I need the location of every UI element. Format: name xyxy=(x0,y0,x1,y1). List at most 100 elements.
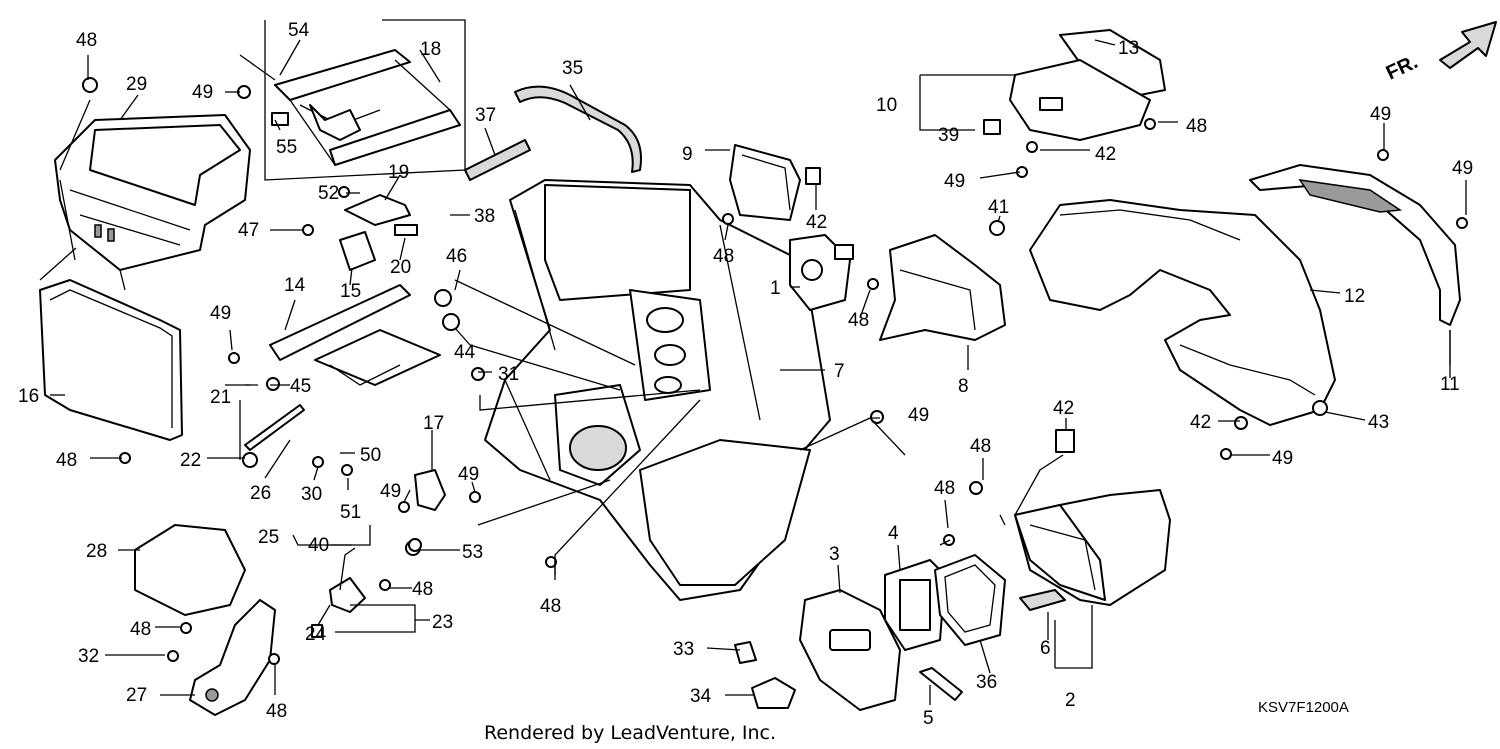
callout-labels: 48 29 54 18 49 55 35 37 9 42 48 10 13 39… xyxy=(18,20,1473,729)
diagram-code: KSV7F1200A xyxy=(1258,699,1349,716)
callout-36: 36 xyxy=(976,672,997,693)
part-29-storage-box xyxy=(54,114,251,271)
callout-48: 48 xyxy=(412,579,433,600)
callout-43: 43 xyxy=(1368,412,1389,433)
callout-32: 32 xyxy=(78,646,99,667)
callout-33: 33 xyxy=(673,639,694,660)
callout-55: 55 xyxy=(276,137,297,158)
credit-text: Rendered by LeadVenture, Inc. xyxy=(484,722,776,744)
callout-24: 24 xyxy=(305,624,327,645)
callout-42: 42 xyxy=(1095,144,1116,165)
callout-30: 30 xyxy=(301,484,322,505)
part-35-seal-strip xyxy=(514,85,642,173)
callout-40: 40 xyxy=(308,535,329,556)
direction-label: FR. xyxy=(1383,51,1421,85)
callout-12: 12 xyxy=(1344,286,1365,307)
callout-48: 48 xyxy=(130,619,151,640)
callout-10: 10 xyxy=(876,95,897,116)
part-16-lid-panel xyxy=(39,279,183,441)
callout-47: 47 xyxy=(238,220,259,241)
callout-38: 38 xyxy=(474,206,495,227)
callout-19: 19 xyxy=(388,162,409,183)
callout-29: 29 xyxy=(126,74,147,95)
callout-2: 2 xyxy=(1065,690,1076,711)
callout-50: 50 xyxy=(360,445,381,466)
part-17-catch xyxy=(414,469,446,511)
callout-49: 49 xyxy=(458,464,479,485)
callout-39: 39 xyxy=(938,125,959,146)
callout-42: 42 xyxy=(1190,412,1211,433)
callout-28: 28 xyxy=(86,541,107,562)
callout-4: 4 xyxy=(888,523,899,544)
callout-49: 49 xyxy=(1452,158,1473,179)
callout-13: 13 xyxy=(1118,38,1139,59)
part-34-handle xyxy=(751,677,796,709)
callout-48: 48 xyxy=(934,478,955,499)
part-1-switch-unit xyxy=(789,234,854,311)
part-9-lid xyxy=(729,144,801,221)
callout-53: 53 xyxy=(462,542,483,563)
callout-17: 17 xyxy=(423,413,444,434)
part-7-inner-cover xyxy=(484,179,831,601)
callout-11: 11 xyxy=(1440,374,1460,395)
callout-48: 48 xyxy=(970,436,991,457)
callout-49: 49 xyxy=(210,303,231,324)
callout-46: 46 xyxy=(446,246,467,267)
fasteners xyxy=(82,77,1468,665)
callout-42: 42 xyxy=(1053,398,1074,419)
callout-18: 18 xyxy=(420,39,441,60)
callout-34: 34 xyxy=(690,686,712,707)
callout-35: 35 xyxy=(562,58,583,79)
callout-52: 52 xyxy=(318,183,339,204)
part-8-bracket xyxy=(879,234,1006,341)
callout-9: 9 xyxy=(682,144,693,165)
part-18-seat-bracket xyxy=(271,49,461,166)
part-5-bolt xyxy=(919,667,963,701)
callout-26: 26 xyxy=(250,483,271,504)
callout-15: 15 xyxy=(340,281,361,302)
callout-37: 37 xyxy=(475,105,496,126)
part-3-glove-lid xyxy=(799,589,901,711)
part-36-seal xyxy=(934,554,1006,646)
part-27-hinge xyxy=(189,599,276,716)
callout-48: 48 xyxy=(76,30,97,51)
part-37-foam-strip xyxy=(464,139,531,181)
part-2-glove-box xyxy=(1014,489,1171,611)
callout-49: 49 xyxy=(380,481,401,502)
part-4-lid-frame xyxy=(884,554,1006,651)
callout-16: 16 xyxy=(18,386,39,407)
callout-49: 49 xyxy=(908,405,929,426)
callout-14: 14 xyxy=(284,275,306,296)
callout-49: 49 xyxy=(192,82,213,103)
part-33-clip xyxy=(734,641,757,664)
leader-lines xyxy=(39,19,1467,705)
part-21-rod xyxy=(244,404,305,451)
callout-1: 1 xyxy=(770,278,781,299)
part-20-pin xyxy=(394,224,418,236)
callout-3: 3 xyxy=(829,544,840,565)
callout-49: 49 xyxy=(1370,104,1391,125)
callout-48: 48 xyxy=(266,701,287,722)
callout-48: 48 xyxy=(56,450,77,471)
callout-51: 51 xyxy=(340,502,361,523)
part-11-side-trim xyxy=(1249,164,1461,326)
callout-20: 20 xyxy=(390,257,411,278)
part-12-front-fairing xyxy=(1029,199,1336,426)
part-6-pad xyxy=(1019,589,1066,611)
part-14-hinge-rail xyxy=(269,284,441,386)
part-15-plate xyxy=(339,231,376,271)
front-direction-arrow: FR. xyxy=(1383,21,1497,85)
callout-48: 48 xyxy=(848,310,869,331)
callout-31: 31 xyxy=(498,364,519,385)
callout-27: 27 xyxy=(126,685,147,706)
part-13-upper-cover xyxy=(1009,29,1166,141)
callout-48: 48 xyxy=(713,246,734,267)
callout-8: 8 xyxy=(958,376,969,397)
callout-6: 6 xyxy=(1040,638,1051,659)
callout-48: 48 xyxy=(540,596,561,617)
callout-48: 48 xyxy=(1186,116,1207,137)
callout-45: 45 xyxy=(290,376,311,397)
part-19-latch xyxy=(339,194,418,271)
callout-7: 7 xyxy=(834,361,845,382)
